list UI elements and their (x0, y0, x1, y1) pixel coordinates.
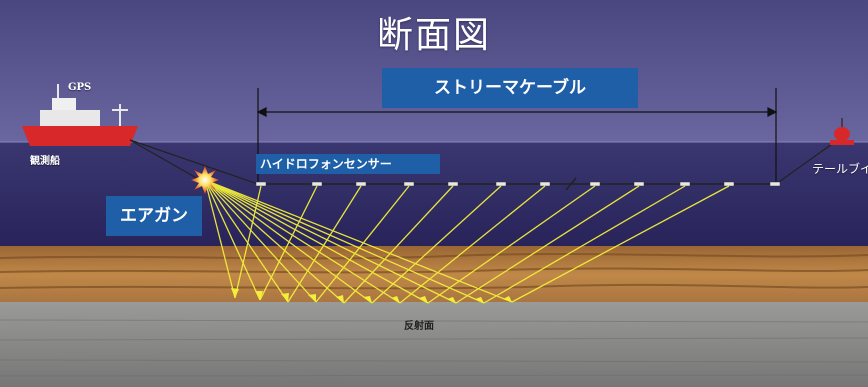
hydrophone-sensor (495, 181, 507, 187)
air-gun-label: エアガン (106, 196, 202, 236)
hydrophone-sensor (723, 181, 735, 187)
hydrophone-sensor (403, 181, 415, 187)
cable-break-mark (565, 177, 577, 191)
hydrophone-sensor (447, 181, 459, 187)
tail-buoy-label: テールブイ (812, 162, 868, 176)
bedrock (0, 302, 868, 387)
airgun-burst-icon (191, 166, 219, 194)
diagram-title: 断面図 (376, 15, 491, 56)
hydrophone-sensor (769, 181, 781, 187)
hydrophone-sensor (355, 181, 367, 187)
streamer-cable-label: ストリーマケーブル (382, 68, 638, 108)
gps-label: GPS (68, 82, 92, 93)
ray-arrowheads (231, 288, 512, 303)
tail-buoy-icon (830, 118, 854, 145)
sediment-strata (0, 253, 868, 290)
survey-ship-label: 観測船 (30, 156, 60, 167)
hydrophone-sensor (633, 181, 645, 187)
seismic-rays (204, 179, 730, 304)
hydrophone-sensors (255, 181, 781, 187)
hydrophone-sensor-label: ハイドロフォンセンサー (256, 154, 440, 174)
hydrophone-sensor (311, 181, 323, 187)
tow-lines (129, 139, 833, 185)
hydrophone-sensor (539, 181, 551, 187)
hydrophone-sensor (679, 181, 691, 187)
reflection-surface-label: 反射面 (404, 321, 434, 332)
hydrophone-sensor (255, 181, 267, 187)
bedrock-texture (0, 319, 868, 377)
survey-ship-icon (22, 84, 138, 146)
hydrophone-sensor (589, 181, 601, 187)
